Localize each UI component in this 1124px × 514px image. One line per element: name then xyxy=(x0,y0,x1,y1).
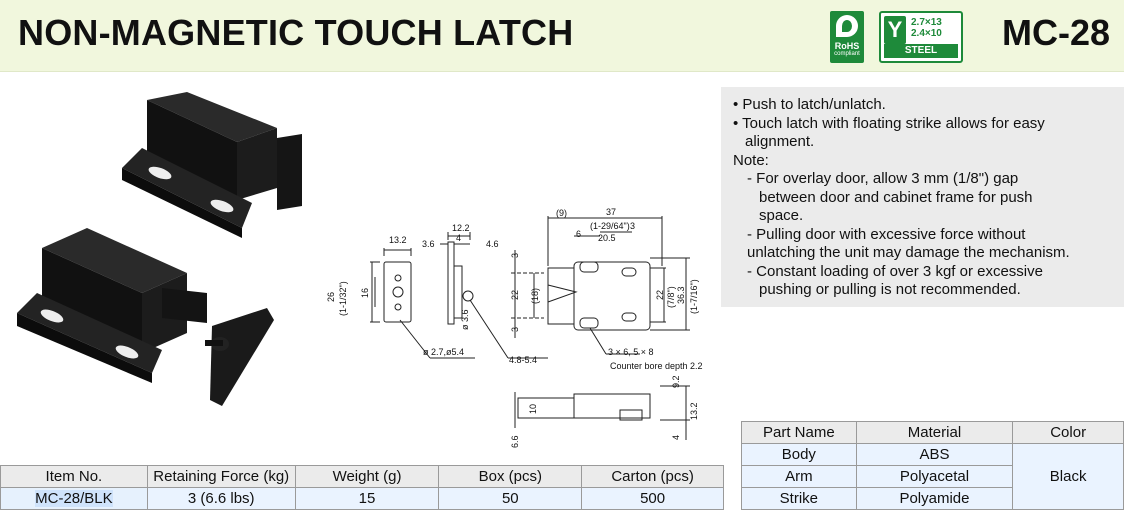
rohs-badge: RoHS compliant xyxy=(830,11,864,63)
mat-header-part: Part Name xyxy=(741,421,857,444)
model-number: MC-28 xyxy=(1001,12,1110,53)
spec-header-weight: Weight (g) xyxy=(294,465,440,488)
bullet-2: • Touch latch with floating strike allow… xyxy=(733,114,1045,132)
mat-header-color: Color xyxy=(1012,421,1124,444)
dim-10: 10 xyxy=(528,404,538,414)
dim-4b: 4 xyxy=(671,435,681,440)
bullet-2-cont: alignment. xyxy=(745,133,815,150)
table-row: MC-28/BLK 3 (6.6 lbs) 15 50 500 xyxy=(0,487,724,510)
note-3-cont: pushing or pulling is not recommended. xyxy=(759,281,1021,298)
latch-bottom-image xyxy=(17,228,274,406)
spec-weight: 15 xyxy=(294,487,440,510)
dim-3a: 3 xyxy=(630,221,635,231)
dim-26-in: (1-1/32") xyxy=(338,281,348,316)
dim-37: 37 xyxy=(606,207,616,217)
dim-4-6: 4.6 xyxy=(486,239,499,249)
latch-top-image xyxy=(122,92,302,238)
spec-item-no[interactable]: MC-28/BLK xyxy=(35,490,113,507)
rohs-label: RoHS xyxy=(834,41,860,51)
spec-header-force: Retaining Force (kg) xyxy=(146,465,296,488)
note-1: - For overlay door, allow 3 mm (1/8") ga… xyxy=(747,170,1019,187)
dim-3b: 3 xyxy=(510,253,520,258)
note-2-cont: unlatching the unit may damage the mecha… xyxy=(747,244,1070,261)
spec-header-carton: Carton (pcs) xyxy=(581,465,724,488)
feature-notes: • Push to latch/unlatch. • Touch latch w… xyxy=(721,87,1124,307)
spec-box: 50 xyxy=(438,487,583,510)
mat-material-arm: Polyacetal xyxy=(855,465,1014,488)
mat-header-material: Material xyxy=(855,421,1014,444)
spec-header-box: Box (pcs) xyxy=(438,465,583,488)
technical-drawing: 13.2 26 (1-1/32") 16 12.2 3.6 4 4.6 ø 3.… xyxy=(326,207,703,448)
note-1-cont-b: space. xyxy=(759,207,804,224)
dim-26: 26 xyxy=(326,292,336,302)
screw-dim-1: 2.7×13 xyxy=(911,17,942,28)
screw-icon: Y xyxy=(884,16,906,44)
note-3: - Constant loading of over 3 kgf or exce… xyxy=(747,262,1043,280)
page-title: NON-MAGNETIC TOUCH LATCH xyxy=(18,12,574,53)
spec-carton: 500 xyxy=(581,487,724,510)
screw-material: STEEL xyxy=(884,44,958,58)
header-bar: NON-MAGNETIC TOUCH LATCH RoHS compliant … xyxy=(0,0,1124,72)
dim-22b: 22 xyxy=(655,290,665,300)
dim-9-2: 9.2 xyxy=(671,375,681,388)
leaf-icon xyxy=(836,15,858,37)
dim-9: (9) xyxy=(556,208,567,218)
screw-dim-2: 2.4×10 xyxy=(911,28,942,39)
bullet-1: • Push to latch/unlatch. xyxy=(733,96,886,113)
dim-4: 4 xyxy=(456,233,461,243)
spec-header-item: Item No. xyxy=(0,465,148,488)
bore-depth: Counter bore depth 2.2 xyxy=(610,361,703,371)
dim-36-in: (1-7/16") xyxy=(689,279,699,314)
mat-part-strike: Strike xyxy=(741,487,857,510)
mat-color: Black xyxy=(1012,443,1124,510)
dim-3-6: 3.6 xyxy=(422,239,435,249)
note-label: Note: xyxy=(733,151,769,169)
material-table: Part Name Material Color Body ABS Black … xyxy=(741,421,1124,510)
mat-material-strike: Polyamide xyxy=(855,487,1014,510)
rohs-sub: compliant xyxy=(834,51,860,57)
dim-dia-3-6: ø 3.6 xyxy=(460,309,470,330)
dim-18: (18) xyxy=(530,288,540,304)
spec-table: Item No. Retaining Force (kg) Weight (g)… xyxy=(0,465,724,510)
mat-material-body: ABS xyxy=(855,443,1014,466)
dim-6-6: 6.6 xyxy=(510,435,520,448)
dim-12-2: 12.2 xyxy=(452,223,470,233)
note-2: - Pulling door with excessive force with… xyxy=(747,225,1026,243)
dim-dia-2-7: ø 2.7,ø5.4 xyxy=(423,347,464,357)
dim-36-3: 36.3 xyxy=(676,286,686,304)
dim-13-2: 13.2 xyxy=(389,235,407,245)
bore-spec: 3 × 6, 5 × 8 xyxy=(608,347,654,357)
dim-6: 6 xyxy=(576,229,581,239)
dim-3c: 3 xyxy=(510,327,520,332)
product-photo xyxy=(17,92,302,406)
mat-part-body: Body xyxy=(741,443,857,466)
dim-13-2b: 13.2 xyxy=(689,402,699,420)
mat-part-arm: Arm xyxy=(741,465,857,488)
note-1-cont-a: between door and cabinet frame for push xyxy=(759,188,1033,206)
screw-badge: Y 2.7×13 2.4×10 STEEL xyxy=(879,11,963,63)
dim-20-5: 20.5 xyxy=(598,233,616,243)
spec-force: 3 (6.6 lbs) xyxy=(146,487,296,510)
dim-37-in: (1-29/64") xyxy=(590,221,630,231)
dim-4-8: 4.8-5.4 xyxy=(509,355,537,365)
dim-16: 16 xyxy=(360,288,370,298)
dim-22a: 22 xyxy=(510,290,520,300)
dim-7-8: (7/8") xyxy=(666,286,676,308)
